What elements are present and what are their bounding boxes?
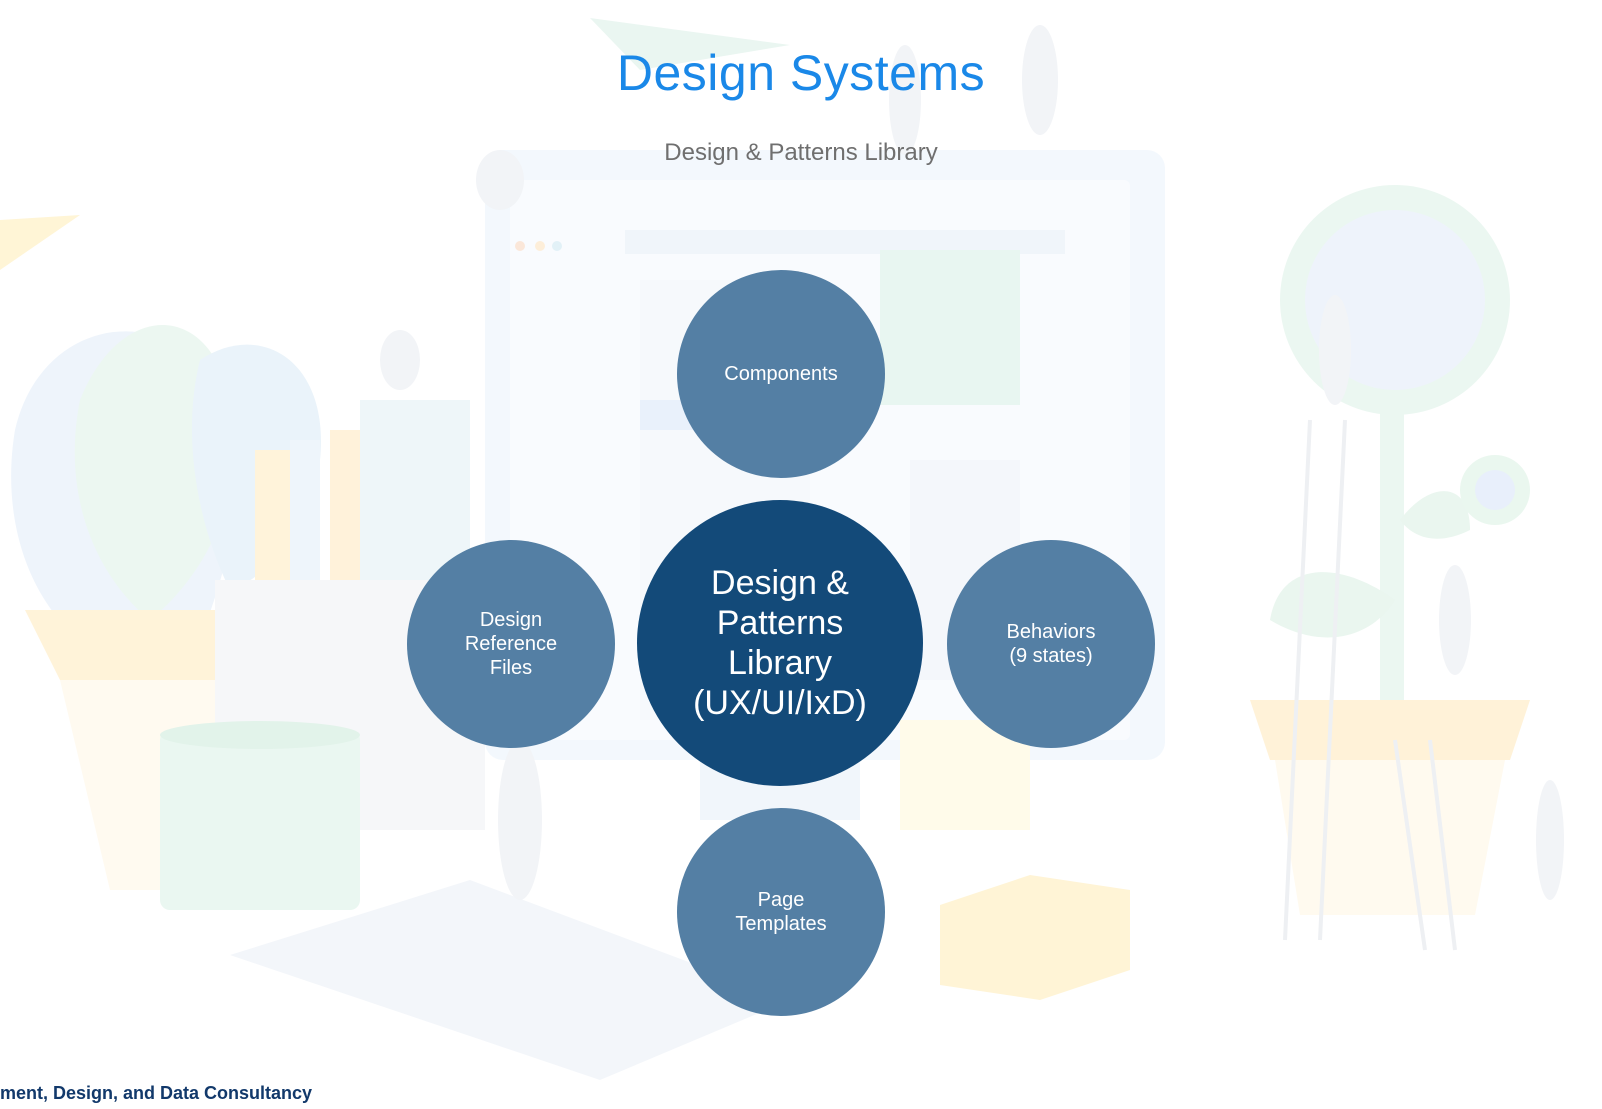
plant-pot-left — [25, 610, 260, 680]
people-illustration — [380, 25, 1564, 900]
footer-text: opment, Design, and Data Consultancy — [0, 1083, 313, 1103]
node-design-reference-files: Design Reference Files — [407, 540, 615, 748]
node-behaviors-label: Behaviors (9 states) — [1006, 621, 1096, 667]
keyboard-illustration — [230, 880, 790, 1080]
plant-pot-right — [1250, 700, 1530, 760]
node-center-library-label: Design & Patterns Library (UX/UI/IxD) — [693, 563, 867, 723]
ladder-illustration — [1283, 419, 1457, 951]
node-behaviors: Behaviors (9 states) — [947, 540, 1155, 748]
node-design-reference-files-label: Design Reference Files — [464, 609, 558, 679]
page-subtitle: Design & Patterns Library — [664, 139, 938, 166]
node-components-label: Components — [724, 363, 838, 385]
node-page-templates: Page Templates — [677, 808, 885, 1016]
node-center-library: Design & Patterns Library (UX/UI/IxD) — [637, 500, 923, 786]
node-components: Components — [677, 270, 885, 478]
mug-illustration — [160, 730, 360, 910]
paper-plane-icon — [0, 215, 80, 270]
page-title: Design Systems — [616, 45, 986, 101]
node-page-templates-label: Page Templates — [735, 889, 827, 935]
